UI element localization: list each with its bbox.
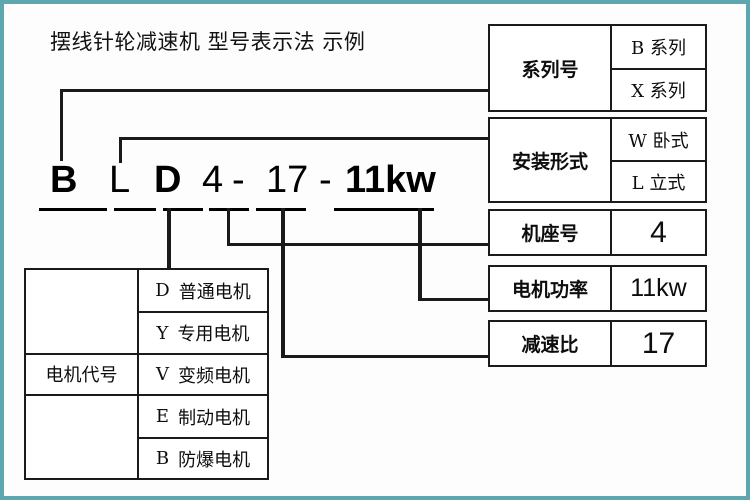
table-power: 电机功率 11kw (488, 265, 707, 312)
table-mounting-divider-h (610, 160, 705, 162)
table-series-label: 系列号 (521, 58, 579, 81)
table-motor-code-label-divider-bottom (26, 394, 137, 396)
table-series-option-1: X 系列 (631, 81, 686, 102)
connector-mounting-horizontal (119, 137, 489, 140)
model-char-ratio: 17 (266, 159, 309, 201)
table-motor-code-row-0: D 普通电机 (139, 270, 267, 311)
connector-series-vertical (60, 89, 63, 161)
table-power-label: 电机功率 (511, 279, 588, 301)
motor-code-2: V (156, 364, 169, 385)
table-motor-code-label-divider-top (26, 353, 137, 355)
table-ratio-label: 减速比 (521, 334, 579, 356)
table-motor-code-divider-0 (137, 311, 267, 313)
model-char-power: 11kw (345, 159, 436, 201)
table-mounting: 安装形式 W 卧式 L 立式 (488, 117, 707, 203)
motor-name-2: 变频电机 (178, 365, 250, 387)
table-frame-divider-v (610, 211, 612, 254)
model-dash-1: - (232, 159, 245, 201)
table-ratio-value: 17 (641, 326, 676, 360)
table-power-divider-v (610, 267, 612, 310)
table-mounting-option-1: L 立式 (631, 172, 686, 194)
model-underline-series (39, 208, 107, 211)
motor-name-3: 制动电机 (178, 407, 251, 429)
motor-name-4: 防爆电机 (178, 449, 251, 471)
connector-motor-vertical (167, 208, 171, 270)
table-motor-code-row-2: V 变频电机 (139, 355, 267, 394)
model-char-frame: 4 (202, 159, 224, 201)
table-motor-code-label: 电机代号 (45, 365, 118, 386)
table-ratio-divider-v (610, 322, 612, 365)
table-motor-code-divider-v (137, 270, 139, 478)
table-motor-code: 电机代号 D 普通电机 Y 专用电机 V (24, 268, 269, 480)
table-motor-code-row-1: Y 专用电机 (139, 313, 267, 353)
connector-power-vertical (418, 208, 422, 301)
model-char-motor: D (154, 159, 182, 201)
connector-series-horizontal (60, 89, 489, 92)
page-title: 摆线针轮减速机 型号表示法 示例 (50, 30, 366, 54)
table-mounting-option-0: W 卧式 (628, 130, 689, 152)
motor-name-1: 专用电机 (177, 324, 250, 345)
connector-frame-vertical (227, 208, 230, 246)
table-series-option-0: B 系列 (631, 38, 686, 59)
diagram-inner: 摆线针轮减速机 型号表示法 示例 B L D 4 - 17 - 11kw (4, 4, 746, 496)
motor-code-3: E (155, 406, 170, 427)
motor-code-0: D (155, 280, 170, 301)
table-power-value: 11kw (630, 274, 687, 302)
table-series: 系列号 B 系列 X 系列 (488, 24, 707, 112)
model-char-series: B (50, 159, 78, 201)
table-motor-code-divider-1 (137, 353, 267, 355)
connector-ratio-vertical (281, 208, 285, 358)
model-char-mounting: L (109, 159, 131, 201)
table-motor-code-row-3: E 制动电机 (139, 396, 267, 437)
motor-name-0: 普通电机 (178, 281, 251, 303)
model-dash-2: - (319, 159, 332, 201)
table-frame-value: 4 (650, 215, 667, 249)
connector-frame-horizontal (227, 243, 489, 246)
connector-mounting-vertical (119, 137, 122, 163)
model-underline-mounting (114, 208, 156, 211)
table-motor-code-divider-right (267, 270, 269, 478)
table-motor-code-row-4: B 防爆电机 (139, 439, 267, 478)
table-ratio: 减速比 17 (488, 320, 707, 367)
table-motor-code-divider-3 (137, 437, 267, 439)
table-motor-code-divider-2 (137, 394, 267, 396)
motor-code-4: B (155, 448, 170, 469)
connector-ratio-horizontal (281, 355, 489, 358)
table-series-divider-h (610, 68, 705, 70)
motor-code-1: Y (156, 322, 169, 344)
connector-power-horizontal (418, 298, 489, 301)
table-frame: 机座号 4 (488, 209, 707, 256)
table-mounting-label: 安装形式 (511, 150, 588, 173)
table-frame-label: 机座号 (521, 223, 579, 245)
